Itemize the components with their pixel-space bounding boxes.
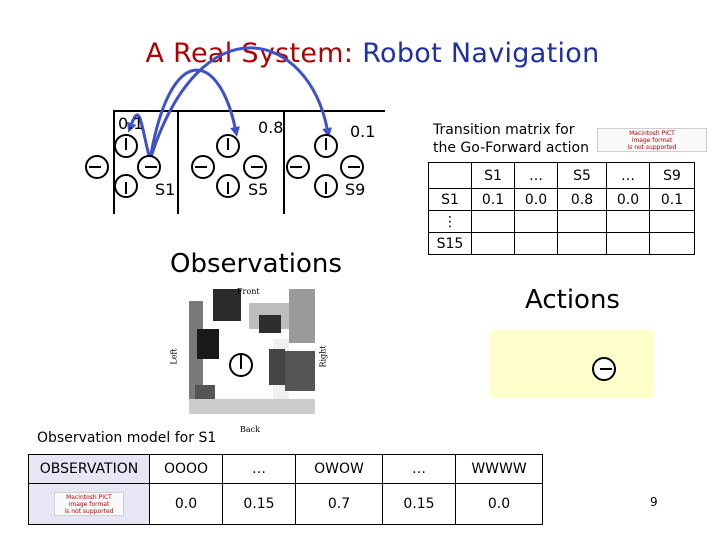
prob-label-s1: 0.1 bbox=[118, 114, 144, 133]
transition-header-row: S1 … S5 … S9 bbox=[428, 162, 695, 189]
transition-arc-s1 bbox=[126, 113, 152, 161]
table-cell bbox=[557, 210, 607, 233]
state-label-s9: S9 bbox=[345, 180, 366, 199]
transition-caption: Transition matrix for the Go-Forward act… bbox=[433, 121, 589, 157]
table-cell bbox=[514, 232, 558, 255]
table-cell bbox=[428, 162, 472, 189]
state-strip bbox=[113, 110, 385, 214]
action-robot-icon bbox=[592, 357, 616, 381]
title-part2: Robot Navigation bbox=[362, 38, 600, 69]
state-label-s5: S5 bbox=[248, 180, 269, 199]
table-row: ⋮ bbox=[428, 210, 695, 233]
robot-icon bbox=[286, 134, 364, 198]
table-cell: 0.0 bbox=[149, 483, 223, 525]
table-cell bbox=[557, 232, 607, 255]
pict-line3: is not supported bbox=[627, 144, 677, 151]
transition-matrix: S1 … S5 … S9 S1 0.1 0.0 0.8 0.0 0.1 ⋮ S1… bbox=[428, 162, 695, 255]
table-cell: OOOO bbox=[149, 454, 223, 484]
sensor-view-drawing bbox=[189, 289, 315, 414]
table-cell: 0.15 bbox=[222, 483, 296, 525]
pict-line2: image format bbox=[631, 137, 673, 144]
table-cell: 0.15 bbox=[382, 483, 456, 525]
table-cell: OBSERVATION bbox=[28, 454, 150, 484]
pict-placeholder-text: Macintosh PICT image format is not suppo… bbox=[598, 129, 706, 151]
table-cell: S9 bbox=[649, 162, 695, 189]
table-cell: 0.0 bbox=[606, 188, 650, 211]
title-part1: A Real System: bbox=[145, 38, 363, 69]
table-row: S15 bbox=[428, 232, 695, 255]
observation-model-caption: Observation model for S1 bbox=[37, 430, 217, 446]
transition-caption-line2: the Go-Forward action bbox=[433, 140, 589, 156]
table-cell bbox=[471, 232, 515, 255]
actions-heading: Actions bbox=[525, 285, 620, 315]
table-cell bbox=[649, 232, 695, 255]
transition-arc-s5 bbox=[148, 68, 240, 161]
table-cell: … bbox=[606, 162, 650, 189]
unsupported-image-placeholder: Macintosh PICT image format is not suppo… bbox=[54, 492, 124, 516]
table-cell: OWOW bbox=[295, 454, 383, 484]
transition-caption-line1: Transition matrix for bbox=[433, 122, 575, 138]
pict-line2: image format bbox=[68, 501, 110, 508]
unsupported-image-placeholder: Macintosh PICT image format is not suppo… bbox=[597, 128, 707, 152]
table-cell: … bbox=[514, 162, 558, 189]
transition-arc-s9 bbox=[148, 46, 333, 161]
table-cell: 0.1 bbox=[649, 188, 695, 211]
table-cell: S1 bbox=[428, 188, 472, 211]
table-cell: 0.7 bbox=[295, 483, 383, 525]
slide-title: A Real System: Robot Navigation bbox=[0, 38, 720, 69]
page-number: 9 bbox=[650, 495, 658, 509]
table-cell: ⋮ bbox=[428, 210, 472, 233]
table-cell: 0.8 bbox=[557, 188, 607, 211]
observation-model-table: OBSERVATION OOOO … OWOW … WWWW Macintosh… bbox=[28, 454, 543, 525]
table-cell: … bbox=[382, 454, 456, 484]
state-label-s1: S1 bbox=[155, 180, 176, 199]
prob-label-s5: 0.8 bbox=[258, 118, 284, 137]
pict-placeholder-text: Macintosh PICT image format is not suppo… bbox=[55, 493, 123, 515]
table-cell bbox=[471, 210, 515, 233]
table-cell: WWWW bbox=[455, 454, 543, 484]
table-row: S1 0.1 0.0 0.8 0.0 0.1 bbox=[428, 188, 695, 211]
table-cell bbox=[649, 210, 695, 233]
state-divider bbox=[283, 112, 285, 214]
observations-heading: Observations bbox=[170, 249, 342, 279]
state-divider bbox=[177, 112, 179, 214]
sensor-left-label: Left bbox=[169, 348, 179, 365]
robot-icon bbox=[191, 134, 267, 198]
table-row: Macintosh PICT image format is not suppo… bbox=[28, 483, 543, 525]
table-cell: S15 bbox=[428, 232, 472, 255]
pict-line1: Macintosh PICT bbox=[66, 494, 112, 501]
table-cell bbox=[606, 210, 650, 233]
table-cell: 0.1 bbox=[471, 188, 515, 211]
pict-line1: Macintosh PICT bbox=[629, 130, 675, 137]
table-cell: 0.0 bbox=[455, 483, 543, 525]
observation-header-row: OBSERVATION OOOO … OWOW … WWWW bbox=[28, 454, 543, 484]
table-cell: 0.0 bbox=[514, 188, 558, 211]
pict-line3: is not supported bbox=[64, 508, 114, 515]
table-cell bbox=[514, 210, 558, 233]
table-cell bbox=[606, 232, 650, 255]
actions-panel bbox=[490, 330, 654, 398]
sensor-front-label: Front bbox=[237, 287, 260, 296]
table-cell: S1 bbox=[471, 162, 515, 189]
prob-label-s9: 0.1 bbox=[350, 122, 376, 141]
table-cell: … bbox=[222, 454, 296, 484]
sensor-view-image bbox=[189, 289, 315, 414]
table-cell: S5 bbox=[557, 162, 607, 189]
sensor-right-label: Right bbox=[318, 345, 328, 368]
sensor-back-label: Back bbox=[240, 425, 260, 434]
table-cell: Macintosh PICT image format is not suppo… bbox=[28, 483, 150, 525]
robot-icon bbox=[85, 134, 161, 198]
